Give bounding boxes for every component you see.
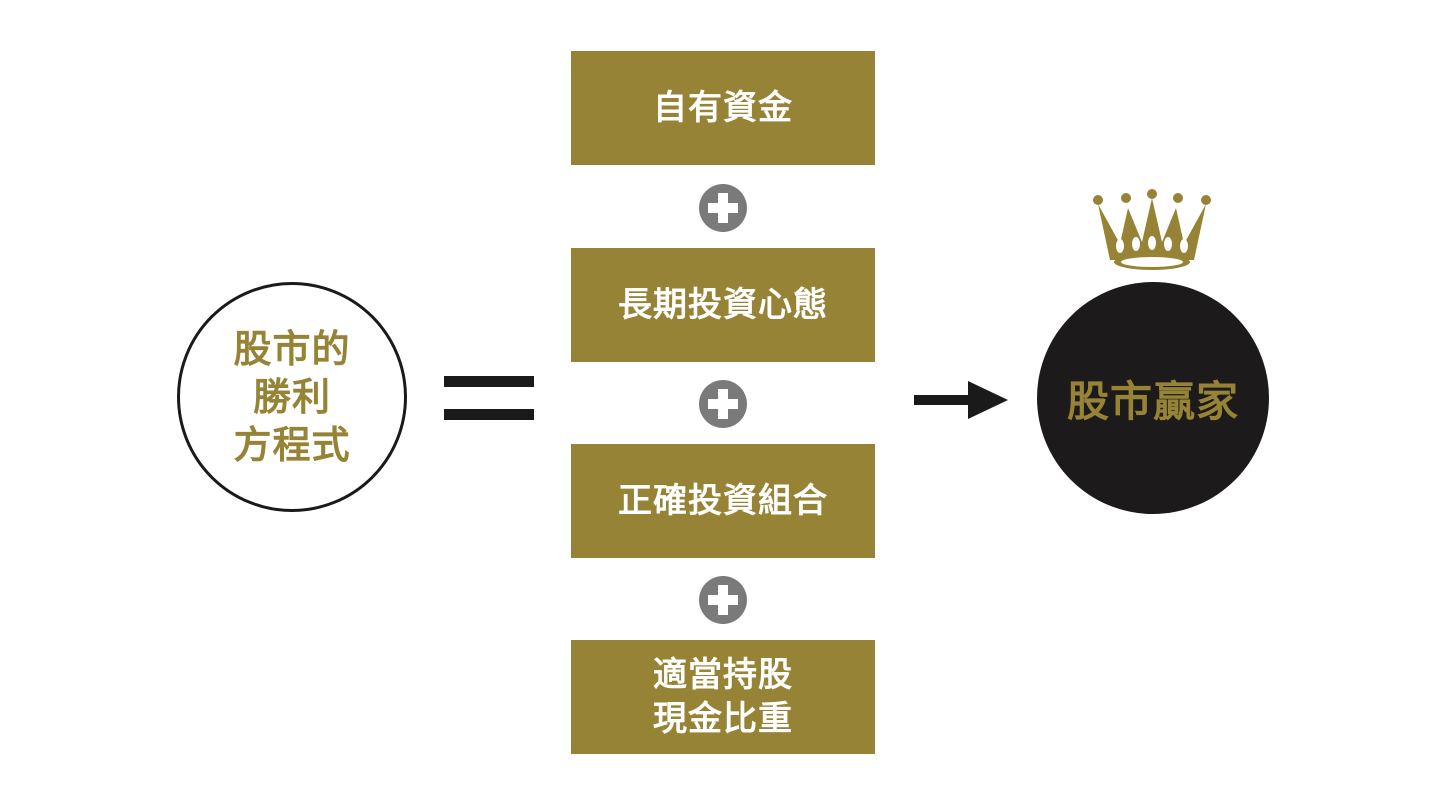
- formula-line-3: 方程式: [233, 423, 351, 467]
- box-cash-ratio: 適當持股 現金比重: [571, 640, 875, 754]
- plus-circle-icon: [699, 380, 747, 428]
- crown-icon: [1093, 189, 1211, 270]
- winner-circle: 股市贏家: [1037, 282, 1269, 514]
- arrow-right-icon: [914, 381, 1008, 419]
- box-long-term-mindset: 長期投資心態: [571, 248, 875, 362]
- equals-bar-top: [444, 376, 534, 387]
- formula-line-1: 股市的: [233, 327, 351, 371]
- plus-circle-icon: [699, 576, 747, 624]
- plus-circle-icon: [699, 184, 747, 232]
- equals-sign-icon: [444, 376, 534, 420]
- box-cash-ratio-label-1: 適當持股: [653, 655, 793, 695]
- box-own-capital: 自有資金: [571, 51, 875, 165]
- formula-circle: 股市的 勝利 方程式: [177, 282, 407, 512]
- box-long-term-mindset-label: 長期投資心態: [618, 285, 828, 325]
- box-portfolio: 正確投資組合: [571, 444, 875, 558]
- equals-bar-bottom: [444, 409, 534, 420]
- formula-line-2: 勝利: [252, 375, 331, 419]
- box-portfolio-label: 正確投資組合: [618, 481, 828, 521]
- winner-label: 股市贏家: [1066, 376, 1239, 426]
- box-cash-ratio-label-2: 現金比重: [653, 699, 793, 739]
- box-own-capital-label: 自有資金: [653, 88, 793, 128]
